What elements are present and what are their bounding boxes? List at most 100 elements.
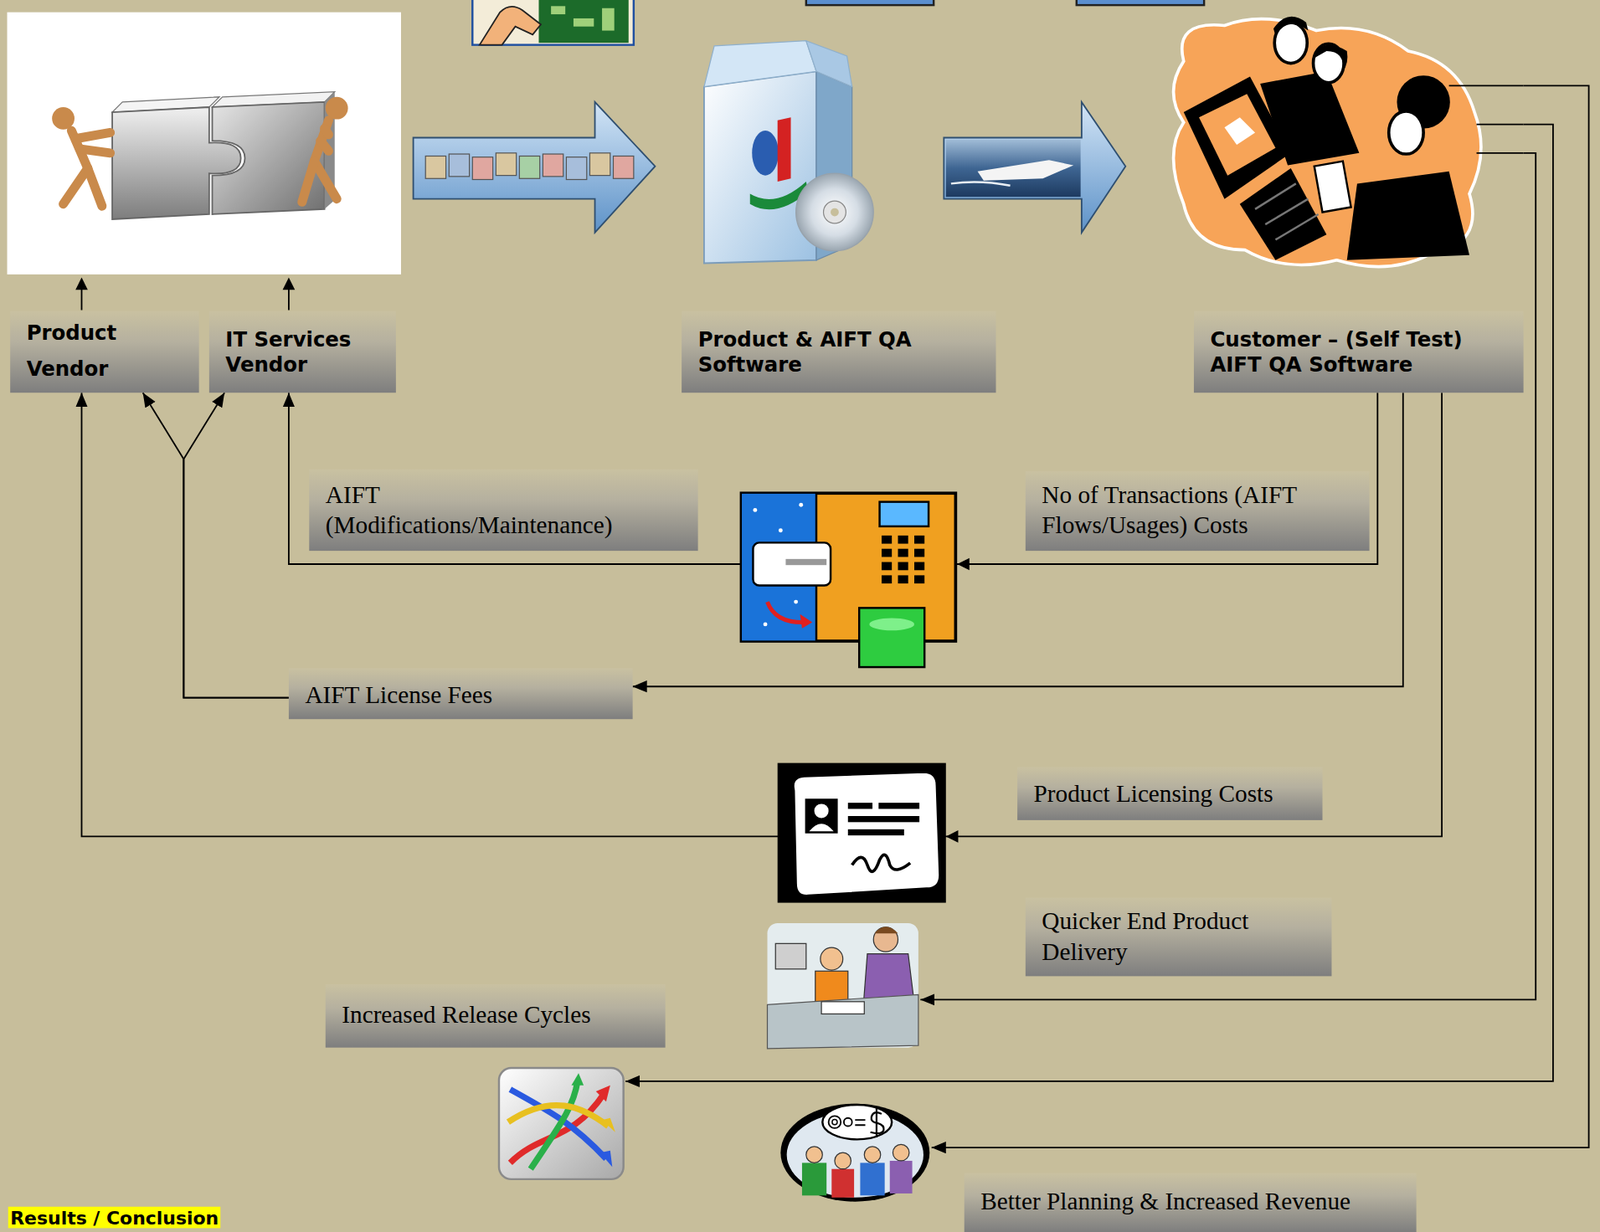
label-box: IT Services Vendor bbox=[209, 311, 397, 394]
ship-arrow bbox=[943, 102, 1126, 233]
planning-icon bbox=[864, 1147, 881, 1164]
planning-icon bbox=[831, 1169, 855, 1199]
leader-arrow bbox=[75, 277, 88, 291]
big-arrow bbox=[413, 102, 656, 233]
atm-icon bbox=[740, 493, 970, 668]
delivery-icon bbox=[767, 994, 919, 1050]
license-card-icon bbox=[777, 763, 947, 904]
box-label: Product & AIFT QA Software bbox=[698, 327, 983, 377]
leader-arrow bbox=[288, 288, 290, 311]
ship-arrow bbox=[946, 139, 1081, 197]
release-cycle-icon bbox=[600, 1151, 613, 1168]
release-cycle-icon bbox=[601, 1118, 616, 1133]
connector bbox=[625, 124, 1554, 1082]
label-box: Product & AIFT QA Software bbox=[681, 311, 996, 394]
ship-arrow bbox=[977, 159, 1075, 181]
license-card-icon bbox=[848, 816, 920, 823]
ship-arrow bbox=[951, 181, 1011, 186]
big-arrow bbox=[612, 155, 633, 179]
atm-icon bbox=[785, 559, 827, 566]
planning-icon bbox=[843, 1118, 853, 1127]
box-label: No of Transactions (AIFT Flows/Usages) C… bbox=[1041, 479, 1355, 541]
atm-icon bbox=[914, 535, 925, 545]
release-cycle-icon bbox=[499, 1068, 624, 1180]
big-arrow bbox=[589, 153, 610, 176]
software-box bbox=[796, 173, 875, 252]
puzzle-picture bbox=[320, 140, 330, 151]
big-arrow bbox=[542, 154, 563, 177]
connector bbox=[632, 392, 1404, 687]
connector bbox=[82, 392, 1443, 837]
puzzle-picture bbox=[87, 168, 103, 206]
note-holder: Results / Conclusion bbox=[8, 1207, 222, 1230]
label-box: AIFT License Fees bbox=[288, 668, 633, 720]
atm-icon bbox=[869, 618, 915, 632]
puzzle-picture bbox=[51, 107, 75, 130]
puzzle-picture bbox=[7, 12, 402, 275]
software-box bbox=[830, 208, 839, 217]
atm-icon bbox=[881, 549, 892, 558]
big-arrow bbox=[425, 153, 634, 181]
atm-icon bbox=[752, 542, 831, 586]
label-band: Better Planning & Increased Revenue bbox=[964, 1173, 1417, 1232]
atm-icon bbox=[898, 535, 909, 545]
delivery-icon bbox=[821, 1002, 865, 1015]
atm-icon bbox=[816, 493, 956, 642]
customer-clipart bbox=[1239, 168, 1328, 261]
puzzle-picture bbox=[325, 97, 349, 120]
release-cycle-icon bbox=[508, 1106, 608, 1127]
big-arrow bbox=[519, 155, 540, 179]
puzzle-picture bbox=[324, 128, 330, 135]
customer-clipart bbox=[1224, 117, 1256, 145]
label-box: No of Transactions (AIFT Flows/Usages) C… bbox=[1025, 471, 1370, 551]
planning-icon bbox=[802, 1162, 827, 1196]
atm-icon bbox=[881, 535, 892, 545]
big-arrow bbox=[448, 154, 469, 177]
atm-icon bbox=[752, 508, 757, 513]
license-card-icon bbox=[852, 854, 911, 872]
software-box bbox=[704, 41, 874, 264]
release-cycle-icon bbox=[596, 1085, 611, 1103]
section-heading: Results / Conclusion bbox=[8, 1207, 222, 1230]
label-band: Quicker End Product Delivery bbox=[1025, 898, 1333, 978]
software-box bbox=[751, 130, 779, 176]
software-box bbox=[777, 117, 792, 182]
delivery-icon bbox=[873, 927, 898, 952]
planning-icon bbox=[787, 1111, 924, 1198]
planning-icon bbox=[859, 1162, 885, 1196]
connector bbox=[920, 153, 1536, 1001]
planning-icon bbox=[870, 1108, 885, 1138]
atm-icon bbox=[798, 503, 803, 508]
puzzle-picture bbox=[63, 120, 338, 206]
planning-icon bbox=[806, 1147, 824, 1164]
atm-icon bbox=[879, 502, 930, 527]
planning-icon bbox=[780, 1104, 930, 1203]
atm-icon bbox=[881, 562, 892, 572]
customer-clipart bbox=[1347, 171, 1470, 261]
top-clipart bbox=[472, 0, 1204, 46]
big-arrow bbox=[413, 102, 656, 233]
delivery-icon bbox=[815, 971, 849, 1003]
top-clipart bbox=[539, 0, 629, 43]
leader-arrow bbox=[75, 277, 295, 311]
top-clipart bbox=[1076, 0, 1204, 6]
release-cycle-icon bbox=[530, 1081, 578, 1170]
puzzle-picture bbox=[302, 161, 315, 203]
puzzle-picture bbox=[75, 132, 110, 139]
planning-icon bbox=[834, 1152, 852, 1170]
license-card-icon bbox=[848, 802, 873, 809]
atm-icon bbox=[763, 622, 768, 627]
top-clipart bbox=[601, 8, 615, 31]
software-box bbox=[806, 41, 853, 88]
atm-icon bbox=[914, 562, 925, 572]
top-clipart bbox=[550, 5, 566, 15]
top-clipart bbox=[472, 0, 634, 46]
customer-clipart bbox=[1255, 183, 1319, 240]
box-label: AIFT License Fees bbox=[304, 680, 618, 710]
icon-node: Increased Release Cycles bbox=[497, 1066, 627, 1183]
software-box bbox=[823, 200, 847, 224]
label-box: AIFT (Modifications/Maintenance) bbox=[308, 469, 698, 552]
label-band: Customer – (Self Test) AIFT QA Software bbox=[1193, 311, 1524, 394]
